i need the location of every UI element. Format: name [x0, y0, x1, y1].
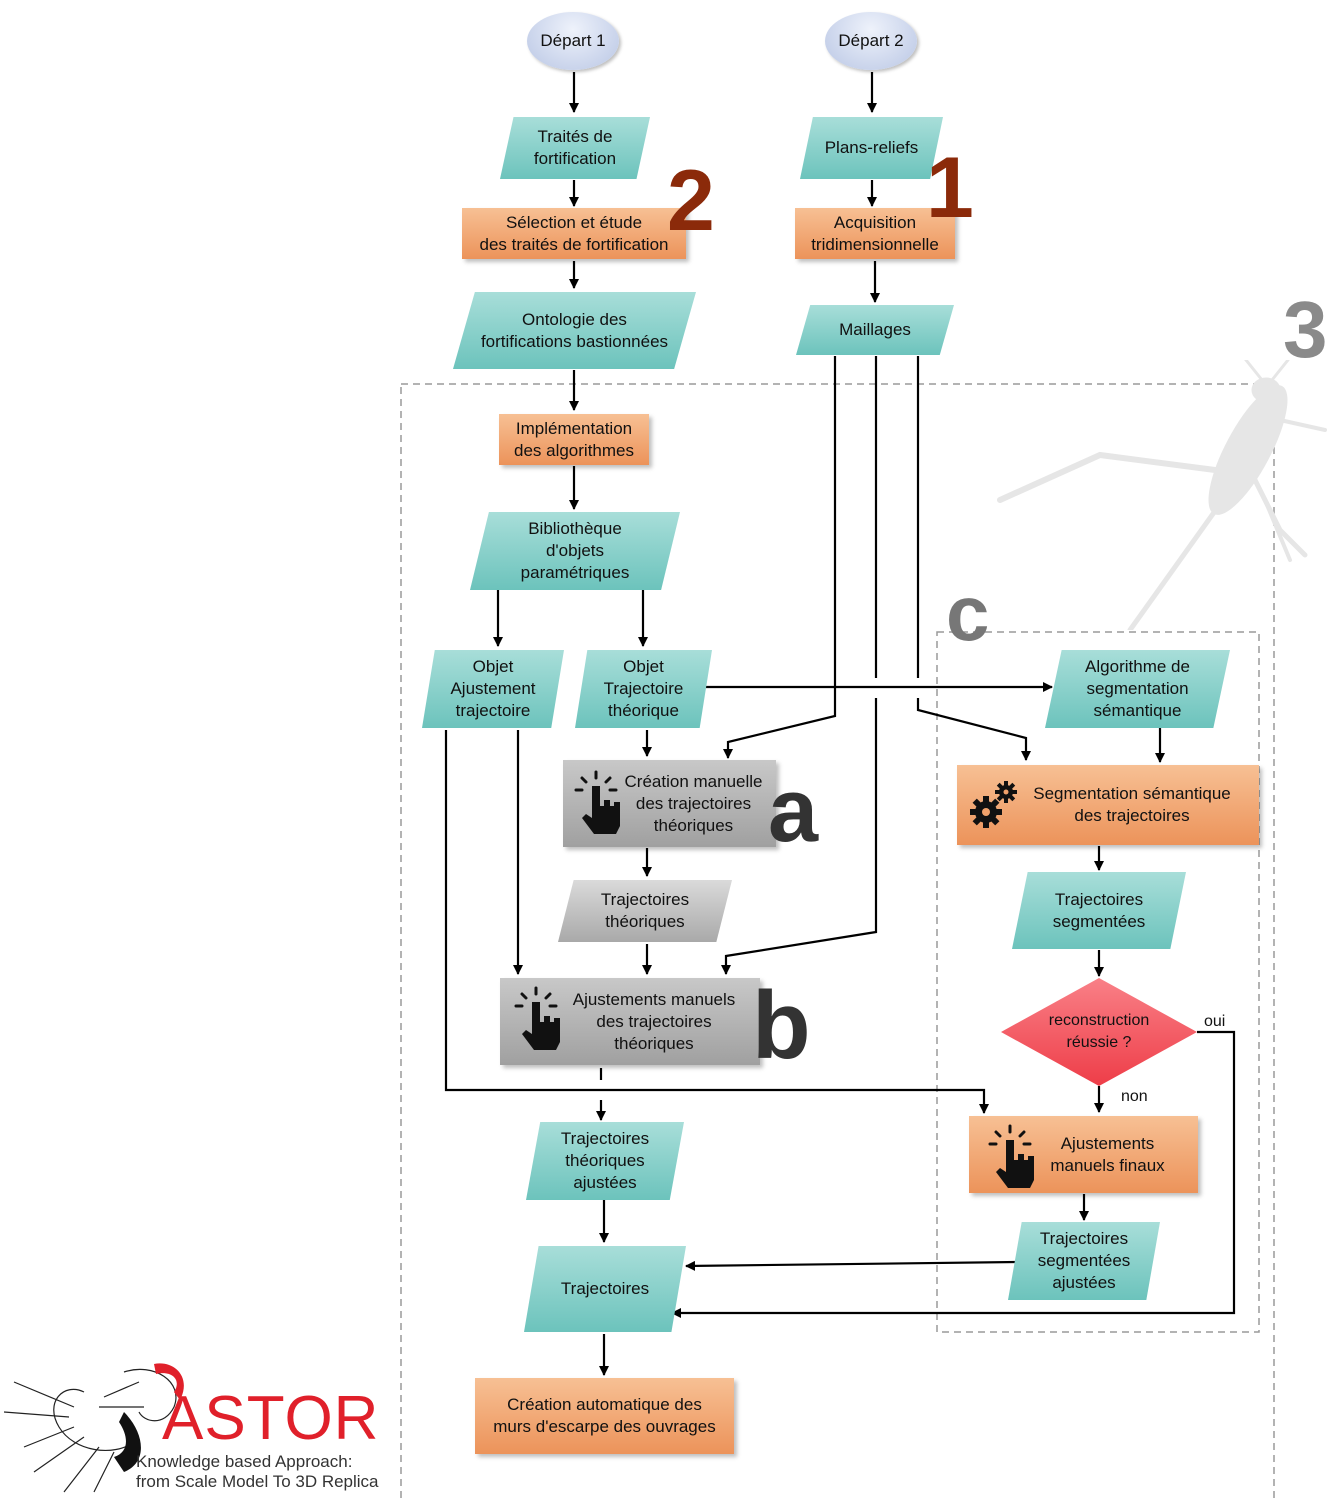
node-selection: Sélection et étude des traités de fortif…	[462, 208, 686, 259]
node-plans-reliefs: Plans-reliefs	[800, 117, 943, 179]
node-maillages: Maillages	[796, 305, 954, 355]
gears-icon	[970, 781, 1017, 828]
arrow-decision-oui-trajectoires	[671, 1030, 1236, 1318]
arrow-trajsegajust-trajectoires	[685, 1260, 1019, 1271]
cricket-watermark-icon	[997, 360, 1327, 630]
node-traj-segmentees: Trajectoires segmentées	[1012, 872, 1186, 949]
group-box-c	[936, 631, 1260, 1333]
logo-tagline-1: Knowledge based Approach:	[136, 1452, 353, 1471]
hand-pointer-icon	[988, 1124, 1034, 1188]
marker-2: 2	[667, 153, 715, 249]
start-node-1: Départ 1	[527, 12, 619, 70]
arrow-maillages-ajustements	[726, 356, 878, 974]
marker-3: 3	[1283, 285, 1328, 374]
node-bibliotheque: Bibliothèque d'objets paramétriques	[470, 512, 680, 590]
node-creation-auto: Création automatique des murs d'escarpe …	[475, 1378, 734, 1454]
decision-label-box: reconstruction réussie ?	[1048, 1012, 1150, 1051]
cat-logo-icon	[4, 1363, 184, 1493]
label-oui: oui	[1204, 1013, 1226, 1030]
node-algo-segmentation: Algorithme de segmentation sémantique	[1045, 650, 1230, 728]
group-box-3	[400, 383, 1275, 1499]
logo-name: ASTOR	[162, 1384, 380, 1453]
node-ajustements-manuels: Ajustements manuels des trajectoires thé…	[500, 978, 760, 1065]
hand-pointer-icon	[574, 770, 620, 834]
node-traj-theoriques: Trajectoires théoriques	[558, 880, 732, 942]
marker-c: c	[946, 569, 990, 657]
node-ontologie: Ontologie des fortifications bastionnées	[453, 292, 696, 369]
node-implementation: Implémentation des algorithmes	[499, 414, 649, 465]
arrow-maillages-creation	[723, 356, 837, 759]
node-traites: Traités de fortification	[500, 117, 650, 179]
decision-diamond	[1001, 978, 1197, 1086]
node-segmentation: Segmentation sémantique des trajectoires	[957, 765, 1259, 845]
start-node-2: Départ 2	[825, 12, 917, 70]
label-non: non	[1121, 1088, 1148, 1105]
node-acquisition: Acquisition tridimensionnelle	[795, 208, 955, 259]
node-objet-trajectoire: Objet Trajectoire théorique	[575, 650, 712, 728]
marker-1: 1	[926, 140, 974, 236]
node-traj-theo-ajustees: Trajectoires théoriques ajustées	[526, 1122, 684, 1200]
node-trajectoires: Trajectoires	[524, 1246, 686, 1332]
node-traj-seg-ajustees: Trajectoires segmentées ajustées	[1008, 1222, 1160, 1300]
marker-a: a	[768, 761, 819, 861]
node-objet-ajustement: Objet Ajustement trajectoire	[422, 650, 564, 728]
marker-b: b	[752, 972, 811, 1079]
hand-pointer-icon	[514, 986, 560, 1050]
arrow-objajust-finaux	[444, 730, 989, 1114]
logo-tagline-2: from Scale Model To 3D Replica	[136, 1472, 379, 1491]
arrow-maillages-segmentation	[916, 356, 1026, 760]
